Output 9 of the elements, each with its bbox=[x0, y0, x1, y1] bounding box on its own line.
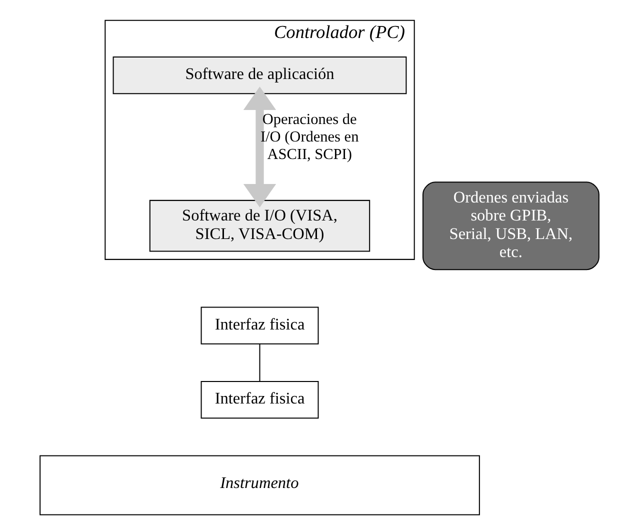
node-box: Interfaz fisica bbox=[200, 306, 318, 344]
node-box: Interfaz fisica bbox=[200, 380, 318, 419]
node-box: Instrumento bbox=[39, 455, 480, 516]
node-box: Ordenes enviadas sobre GPIB, Serial, USB, LAN, etc. bbox=[422, 182, 599, 270]
connector bbox=[258, 344, 260, 382]
edge-label: Operaciones de I/O (Ordenes en ASCII, SCPI) bbox=[260, 111, 358, 163]
arrow bbox=[242, 86, 276, 208]
node-box: Software de I/O (VISA, SICL, VISA-COM) bbox=[148, 200, 370, 252]
node-box: Software de aplicación bbox=[112, 56, 406, 94]
